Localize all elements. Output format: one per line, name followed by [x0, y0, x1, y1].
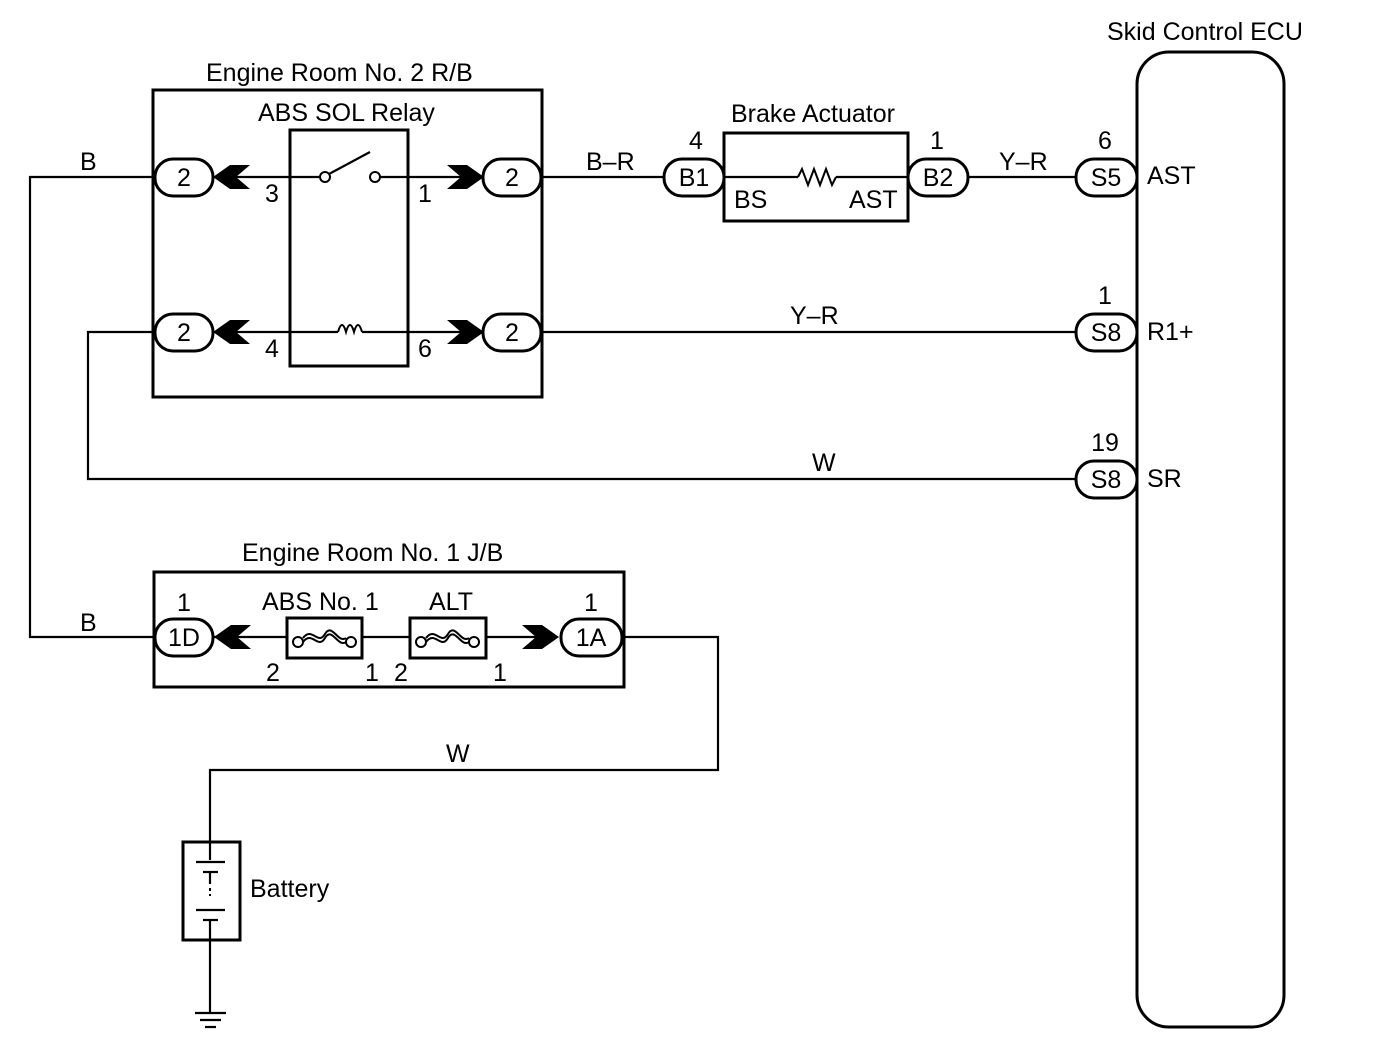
connector-rb-right-bottom — [481, 312, 543, 353]
arrow-jb-left — [214, 625, 251, 649]
connector-label: 2 — [177, 164, 191, 192]
pin-relay-4: 4 — [265, 335, 279, 363]
arrow-left-top — [213, 165, 250, 189]
fuse-alt-icon — [425, 633, 470, 645]
battery-label: Battery — [250, 875, 330, 903]
ecu-connectors: 6 S5 1 S8 19 S8 — [1074, 127, 1139, 500]
connector-label: 2 — [505, 164, 519, 192]
fuse-alt — [408, 616, 488, 660]
connector-jb-1d — [153, 617, 215, 658]
connector-label: 2 — [177, 319, 191, 347]
connector-label: B2 — [923, 164, 954, 192]
pin-relay-6: 6 — [418, 335, 432, 363]
relay-box — [288, 128, 410, 368]
connector-b2 — [906, 157, 970, 198]
connector-s5 — [1074, 157, 1139, 198]
connector-label: 1A — [576, 624, 607, 652]
actuator-terminal-bs: BS — [734, 186, 767, 214]
wires — [28, 175, 1076, 1013]
ground-icon — [195, 1011, 226, 1029]
pin-jb-1a: 1 — [584, 589, 598, 617]
wire-labels: B B–R Y–R Y–R W B W — [80, 148, 1048, 768]
engine-room-2-rb: Engine Room No. 2 R/B ABS SOL Relay 3 1 … — [151, 59, 544, 399]
connector-rb-right-top — [481, 157, 543, 198]
pin-b2: 1 — [930, 127, 944, 155]
connector-s8-sr — [1074, 459, 1139, 500]
jb1-box — [152, 570, 626, 689]
wire-label-y-r-mid: Y–R — [790, 302, 839, 330]
ecu-terminal-sr: SR — [1147, 465, 1182, 493]
pin-b1: 4 — [689, 127, 703, 155]
wire-label-b-bottom: B — [80, 609, 97, 637]
pin-jb-1d: 1 — [177, 589, 191, 617]
pin-fuse1-right: 1 — [365, 659, 379, 687]
connector-label: S8 — [1091, 319, 1122, 347]
connector-label: 1D — [168, 624, 200, 652]
connector-label: S5 — [1091, 164, 1122, 192]
pin-relay-3: 3 — [265, 180, 279, 208]
pin-fuse2-right: 1 — [493, 659, 507, 687]
connector-jb-1a — [559, 617, 624, 658]
switch-contact-right — [369, 171, 381, 183]
wire-label-b-top: B — [80, 148, 97, 176]
arrow-right-top — [447, 165, 484, 189]
ecu-terminal-ast: AST — [1147, 162, 1196, 190]
pin-s8-sr: 19 — [1091, 429, 1119, 457]
jb1-title: Engine Room No. 1 J/B — [242, 539, 503, 567]
ecu-terminal-r1: R1+ — [1147, 318, 1194, 346]
battery-box — [181, 840, 242, 942]
connector-label: S8 — [1091, 466, 1122, 494]
wire-w-battery — [208, 635, 720, 842]
ecu-title: Skid Control ECU — [1107, 18, 1303, 46]
skid-control-ecu: Skid Control ECU AST R1+ SR — [1107, 18, 1303, 1029]
connector-s8-r1 — [1074, 312, 1139, 353]
connector-label: B1 — [679, 164, 710, 192]
rb2-box — [151, 88, 544, 399]
fuse-abs1 — [285, 616, 364, 660]
pin-fuse2-left: 2 — [394, 659, 408, 687]
fuse-abs1-label: ABS No. 1 — [262, 588, 379, 616]
arrow-jb-right — [522, 625, 559, 649]
switch-contact-left — [319, 171, 331, 183]
abs-sol-relay: ABS SOL Relay — [218, 99, 470, 368]
arrow-right-bottom — [447, 320, 484, 344]
actuator-title: Brake Actuator — [731, 100, 895, 128]
wire-label-w-sr: W — [812, 449, 836, 477]
pin-s8-r1: 1 — [1098, 282, 1112, 310]
rb2-title: Engine Room No. 2 R/B — [206, 59, 473, 87]
wire-label-b-r: B–R — [586, 148, 635, 176]
connector-rb-left-bottom — [153, 312, 215, 353]
brake-actuator: Brake Actuator BS AST 4 B1 1 B2 — [662, 100, 970, 223]
battery: Battery — [181, 840, 330, 942]
pin-fuse1-left: 2 — [266, 659, 280, 687]
ecu-body — [1135, 50, 1286, 1029]
wire-label-y-r-top: Y–R — [999, 148, 1048, 176]
pin-s5: 6 — [1098, 127, 1112, 155]
wire-b-left — [28, 175, 155, 639]
relay-coil-icon — [337, 324, 363, 336]
relay-title: ABS SOL Relay — [258, 99, 435, 127]
connector-rb-left-top — [153, 157, 215, 198]
fuse-abs1-icon — [302, 633, 347, 645]
actuator-terminal-ast: AST — [849, 186, 898, 214]
switch-blade — [328, 151, 371, 175]
connector-label: 2 — [505, 319, 519, 347]
wire-w-sr — [86, 330, 1076, 481]
pin-relay-1: 1 — [418, 180, 432, 208]
resistor-icon — [797, 166, 837, 188]
connector-b1 — [662, 157, 726, 198]
engine-room-1-jb: Engine Room No. 1 J/B ABS No. 1 ALT 2 1 … — [152, 539, 626, 689]
fuse-alt-label: ALT — [429, 588, 473, 616]
wire-label-w-battery: W — [446, 740, 470, 768]
arrow-left-bottom — [213, 320, 250, 344]
